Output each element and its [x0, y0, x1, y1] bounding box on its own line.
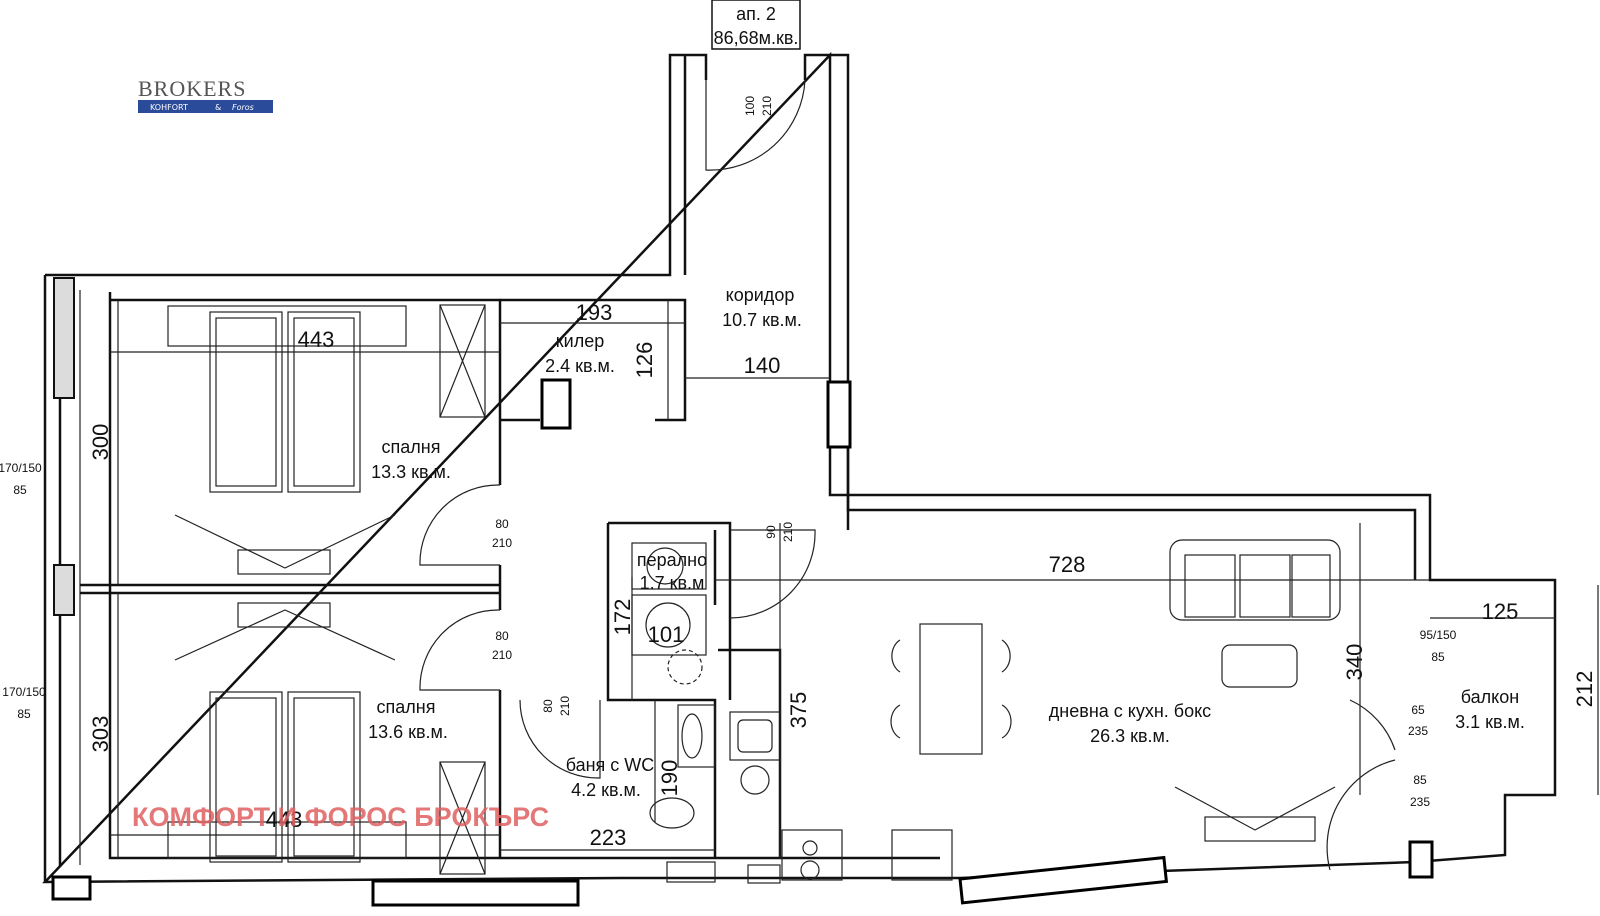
bath-name: баня с WC	[566, 755, 655, 775]
apartment-area: 86,68м.кв.	[714, 28, 799, 48]
dim-300: 300	[88, 424, 113, 461]
watermark-text: КОМФОРТ И ФОРОС БРОКЪРС	[132, 802, 549, 832]
entry-door-width: 100	[743, 96, 757, 116]
bath-area: 4.2 кв.м.	[571, 780, 641, 800]
dining-table	[890, 623, 1012, 755]
dim-101: 101	[648, 622, 685, 647]
door2-height: 210	[492, 648, 512, 662]
bedroom2-name: спалня	[377, 697, 436, 717]
balcony-name: балкон	[1461, 687, 1519, 707]
apartment-label: ап. 2 86,68м.кв.	[711, 0, 801, 50]
bedroom1-area: 13.3 кв.м.	[371, 462, 451, 482]
window2-width: 170/150	[2, 685, 46, 699]
dim-728: 728	[1049, 552, 1086, 577]
bed-bottom	[167, 691, 407, 863]
laundry-name: перално	[637, 550, 707, 570]
dim-126: 126	[632, 342, 657, 379]
bed-top	[167, 305, 407, 493]
pillar-balcony	[1408, 840, 1434, 879]
window1-height: 85	[13, 483, 27, 497]
dim-212: 212	[1572, 671, 1597, 708]
window-bottom-living	[958, 855, 1169, 905]
dim-443-bottom: 443	[266, 807, 303, 832]
balcony-door2-height: 235	[1410, 795, 1430, 809]
logo-sub-left: KOHFORT	[150, 103, 188, 112]
dim-223: 223	[590, 825, 627, 850]
door2-width: 80	[495, 629, 509, 643]
interior-walls	[80, 298, 850, 858]
bedroom1-name: спалня	[382, 437, 441, 457]
balcony-door2-width: 85	[1413, 773, 1427, 787]
dim-340: 340	[1342, 644, 1367, 681]
outer-walls	[42, 51, 1557, 884]
window1-width: 170/150	[0, 461, 42, 475]
pillar-bottom-left	[51, 875, 92, 901]
window3-width: 95/150	[1420, 628, 1457, 642]
dim-125: 125	[1482, 599, 1519, 624]
laundry-area: 1.7 кв.м	[640, 573, 705, 593]
coffee-table	[1221, 644, 1298, 688]
door4-height: 210	[781, 522, 795, 542]
opening-labels: 100 210 80 210 80 210 80 210 90 210 170/…	[0, 96, 1457, 809]
door3-height: 210	[558, 696, 572, 716]
living-area: 26.3 кв.м.	[1090, 726, 1170, 746]
corridor-name: коридор	[726, 285, 795, 305]
balcony-area: 3.1 кв.м.	[1455, 712, 1525, 732]
storage-area: 2.4 кв.м.	[545, 356, 615, 376]
dim-172: 172	[610, 599, 635, 636]
living-name: дневна с кухн. бокс	[1049, 701, 1211, 721]
dim-375: 375	[786, 692, 811, 729]
corridor-area: 10.7 кв.м.	[722, 310, 802, 330]
wardrobes	[439, 304, 486, 875]
logo-bar	[138, 100, 273, 113]
dim-140: 140	[744, 353, 781, 378]
window2-height: 85	[17, 707, 31, 721]
window3-height: 85	[1431, 650, 1445, 664]
bedroom2-area: 13.6 кв.м.	[368, 722, 448, 742]
dim-190: 190	[657, 760, 682, 797]
dim-303: 303	[88, 716, 113, 753]
window-bedroom1-top	[53, 277, 75, 399]
door3-width: 80	[541, 699, 555, 713]
balcony-door1-height: 235	[1408, 724, 1428, 738]
dim-193: 193	[576, 300, 613, 325]
dimension-lines	[110, 300, 1599, 858]
bath-fixtures	[631, 542, 716, 883]
brokers-logo: BROKERS KOHFORT & Foros	[138, 76, 273, 113]
logo-brand: BROKERS	[138, 76, 246, 101]
door1-height: 210	[492, 536, 512, 550]
dim-443-top: 443	[298, 327, 335, 352]
storage-column	[540, 378, 572, 430]
door4-width: 90	[764, 525, 778, 539]
storage-name: килер	[556, 331, 604, 351]
apartment-name: ап. 2	[736, 4, 776, 24]
tv-units	[174, 514, 1336, 842]
door1-width: 80	[495, 517, 509, 531]
entry-door-height: 210	[760, 96, 774, 116]
balcony-door1-width: 65	[1411, 703, 1425, 717]
wall-pillars	[51, 277, 1434, 907]
doors	[419, 79, 1396, 871]
window-bottom-bedroom	[371, 879, 580, 907]
logo-sub-amp: &	[215, 103, 221, 112]
logo-sub-right: Foros	[232, 103, 254, 112]
pillar-corridor	[826, 380, 852, 449]
window-divider	[53, 564, 75, 616]
